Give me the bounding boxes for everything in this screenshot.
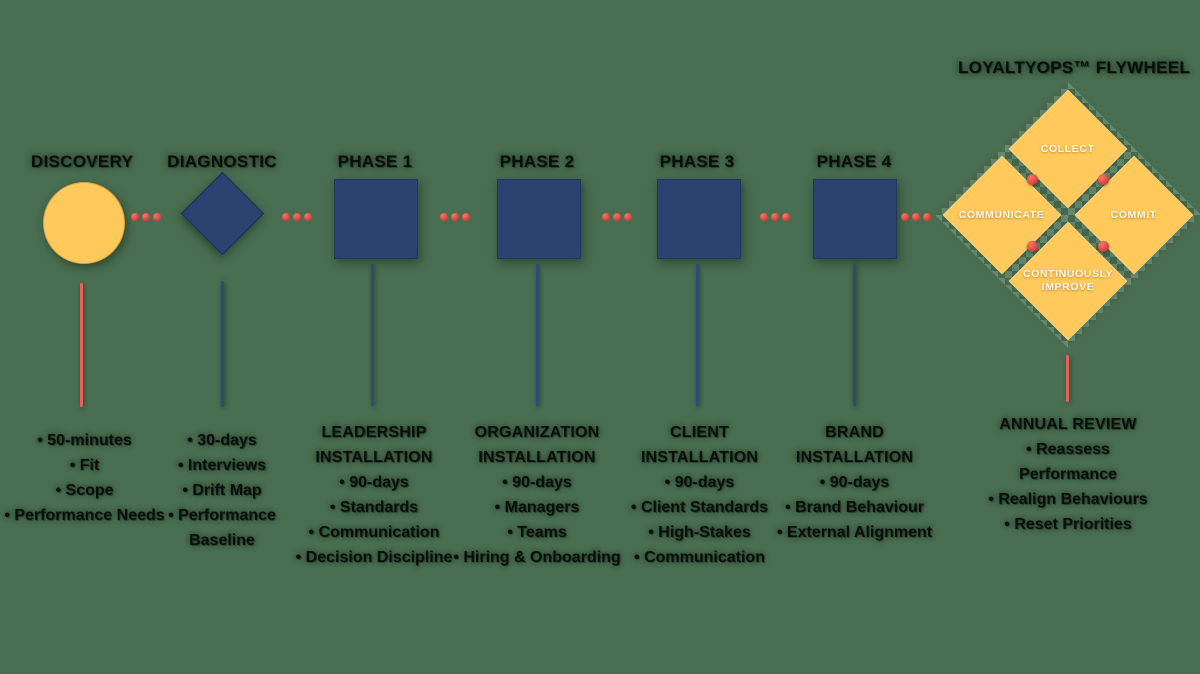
list-item: Communication xyxy=(288,520,460,545)
red-dot xyxy=(440,213,448,221)
diagnostic-connector-line xyxy=(221,281,224,407)
list-item: Managers xyxy=(452,495,622,520)
loyaltyops-flywheel: COLLECT COMMUNICATE COMMIT CONTINUOUSLY … xyxy=(935,82,1200,348)
flywheel-label: COMMIT xyxy=(1110,208,1158,221)
list-item: Performance Baseline xyxy=(142,503,302,553)
red-dot xyxy=(760,213,768,221)
red-dot xyxy=(782,213,790,221)
red-dot xyxy=(901,213,909,221)
list-item: 90-days xyxy=(767,470,942,495)
list-item: High-Stakes xyxy=(612,520,787,545)
stage-title-phase-2: PHASE 2 xyxy=(499,152,575,171)
annual-review-list: ANNUAL REVIEW Reassess Performance Reali… xyxy=(977,412,1159,537)
diagnostic-diamond-shape xyxy=(180,171,265,256)
list-item: 50-minutes xyxy=(2,428,167,453)
red-dot xyxy=(131,213,139,221)
discovery-connector-line xyxy=(80,283,83,407)
list-item: Communication xyxy=(612,545,787,570)
red-dot xyxy=(923,213,931,221)
list-item: Reassess Performance xyxy=(977,437,1159,487)
red-dot xyxy=(153,213,161,221)
phase-4-square-shape xyxy=(813,179,897,259)
red-dot xyxy=(912,213,920,221)
phase-3-connector-line xyxy=(696,264,699,406)
connector-dots-1 xyxy=(131,213,161,221)
red-dot xyxy=(282,213,290,221)
stage-title-diagnostic: DIAGNOSTIC xyxy=(167,152,277,171)
flywheel-red-dot xyxy=(1027,174,1038,185)
flywheel-label: COMMUNICATE xyxy=(959,208,1045,221)
phase-2-square-shape xyxy=(497,179,581,259)
list-item: 90-days xyxy=(288,470,460,495)
list-item: Interviews xyxy=(142,453,302,478)
red-dot xyxy=(451,213,459,221)
stage-title-discovery: DISCOVERY xyxy=(30,152,134,171)
diagnostic-list: 30-days Interviews Drift Map Performance… xyxy=(142,428,302,553)
list-item: Standards xyxy=(288,495,460,520)
connector-dots-5 xyxy=(760,213,790,221)
stage-title-phase-1: PHASE 1 xyxy=(337,152,413,171)
red-dot xyxy=(293,213,301,221)
phase-2-list: ORGANIZATION INSTALLATION 90-days Manage… xyxy=(452,420,622,570)
connector-dots-2 xyxy=(282,213,312,221)
list-item: Reset Priorities xyxy=(977,512,1159,537)
flywheel-title: LOYALTYOPS™ FLYWHEEL xyxy=(958,58,1191,77)
phase-3-list: CLIENT INSTALLATION 90-days Client Stand… xyxy=(612,420,787,570)
phase-1-square-shape xyxy=(334,179,418,259)
annual-review-heading: ANNUAL REVIEW xyxy=(999,416,1137,433)
connector-dots-3 xyxy=(440,213,470,221)
phase-2-connector-line xyxy=(536,264,539,406)
phase-4-connector-line xyxy=(853,264,856,406)
stage-title-phase-4: PHASE 4 xyxy=(816,152,892,171)
red-dot xyxy=(613,213,621,221)
red-dot xyxy=(142,213,150,221)
list-item: 90-days xyxy=(612,470,787,495)
list-item: 90-days xyxy=(452,470,622,495)
list-item: 30-days xyxy=(142,428,302,453)
list-item: Hiring & Onboarding xyxy=(452,545,622,570)
flywheel-label: CONTINUOUSLY IMPROVE xyxy=(1022,268,1114,294)
list-item: Brand Behaviour xyxy=(767,495,942,520)
flywheel-red-dot xyxy=(1098,174,1109,185)
red-dot xyxy=(602,213,610,221)
phase-3-list-heading: CLIENT INSTALLATION xyxy=(640,424,759,466)
connector-dots-4 xyxy=(602,213,632,221)
phase-1-list-heading: LEADERSHIP INSTALLATION xyxy=(315,424,433,466)
stage-title-phase-3: PHASE 3 xyxy=(659,152,735,171)
phase-4-list: BRAND INSTALLATION 90-days Brand Behavio… xyxy=(767,420,942,545)
list-item: Client Standards xyxy=(612,495,787,520)
list-item: Realign Behaviours xyxy=(977,487,1159,512)
list-item: Fit xyxy=(2,453,167,478)
red-dot xyxy=(624,213,632,221)
phase-1-connector-line xyxy=(371,264,374,406)
discovery-list: 50-minutes Fit Scope Performance Needs xyxy=(2,428,167,528)
phase-2-list-heading: ORGANIZATION INSTALLATION xyxy=(474,424,600,466)
list-item: Performance Needs xyxy=(2,503,167,528)
phase-3-square-shape xyxy=(657,179,741,259)
phase-1-list: LEADERSHIP INSTALLATION 90-days Standard… xyxy=(288,420,460,570)
flywheel-red-dot xyxy=(1027,241,1038,252)
list-item: Teams xyxy=(452,520,622,545)
phase-4-list-heading: BRAND INSTALLATION xyxy=(795,424,914,466)
flywheel-label: COLLECT xyxy=(1041,142,1095,155)
list-item: Drift Map xyxy=(142,478,302,503)
list-item: Decision Discipline xyxy=(288,545,460,570)
red-dot xyxy=(462,213,470,221)
red-dot xyxy=(771,213,779,221)
discovery-circle-shape xyxy=(43,182,125,264)
red-dot xyxy=(304,213,312,221)
list-item: External Alignment xyxy=(767,520,942,545)
flywheel-red-dot xyxy=(1098,241,1109,252)
connector-dots-6 xyxy=(901,213,931,221)
annual-review-connector-line xyxy=(1066,355,1069,402)
list-item: Scope xyxy=(2,478,167,503)
